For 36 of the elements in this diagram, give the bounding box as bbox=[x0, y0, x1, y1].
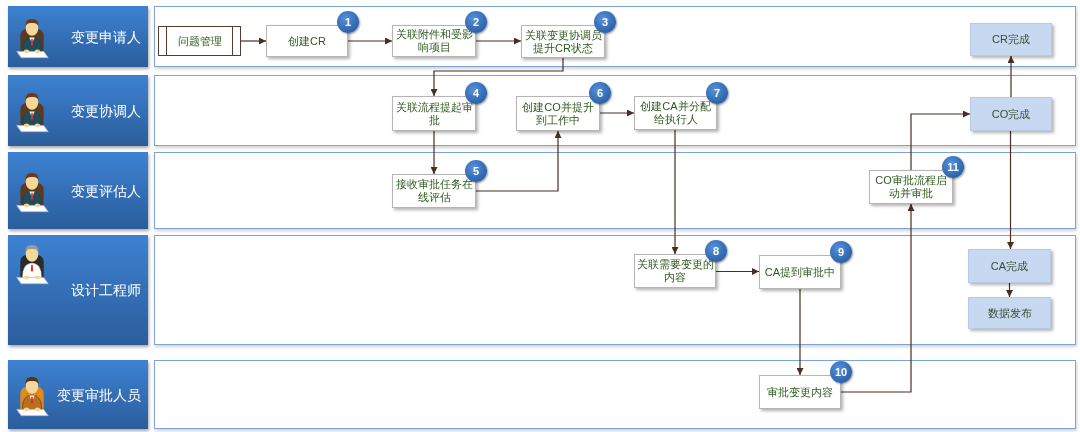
lane-title: 变更评估人 bbox=[71, 182, 141, 199]
step-number: 10 bbox=[830, 361, 852, 383]
step-number: 1 bbox=[337, 11, 359, 33]
process-box: CA提到审批中 bbox=[759, 255, 841, 289]
status-box: CO完成 bbox=[970, 97, 1052, 131]
arrow bbox=[840, 203, 915, 393]
arrow bbox=[715, 268, 760, 275]
arrow bbox=[475, 130, 562, 192]
arrow bbox=[796, 288, 804, 376]
arrow bbox=[475, 37, 522, 45]
arrow bbox=[599, 109, 635, 117]
status-box: 数据发布 bbox=[968, 297, 1051, 329]
subprocess-box: 问题管理 bbox=[158, 26, 241, 56]
process-box: 审批变更内容 bbox=[759, 375, 841, 409]
arrow bbox=[1007, 130, 1014, 250]
process-box: 创建CA并分配给执行人 bbox=[634, 96, 717, 130]
arrow bbox=[430, 130, 438, 175]
process-box: 创建CO并提升到工作中 bbox=[516, 96, 600, 131]
step-number: 6 bbox=[589, 82, 611, 104]
arrow bbox=[671, 129, 679, 255]
lane-title: 变更协调人 bbox=[71, 102, 141, 119]
arrow bbox=[1006, 282, 1013, 298]
step-number: 9 bbox=[830, 241, 852, 263]
arrow bbox=[910, 110, 971, 171]
lane-title: 变更审批人员 bbox=[57, 386, 141, 403]
process-box: CO审批流程启动并审批 bbox=[869, 170, 953, 204]
status-box: CR完成 bbox=[970, 23, 1052, 56]
arrow bbox=[1007, 55, 1015, 98]
status-box: CA完成 bbox=[968, 249, 1051, 283]
lane-title: 设计工程师 bbox=[71, 281, 141, 299]
arrow bbox=[430, 57, 564, 97]
arrow bbox=[240, 37, 267, 45]
process-box: 关联流程提起审批 bbox=[392, 96, 476, 131]
lane-title: 变更申请人 bbox=[71, 28, 141, 45]
arrow bbox=[347, 37, 393, 45]
process-box: 创建CR bbox=[266, 25, 348, 57]
